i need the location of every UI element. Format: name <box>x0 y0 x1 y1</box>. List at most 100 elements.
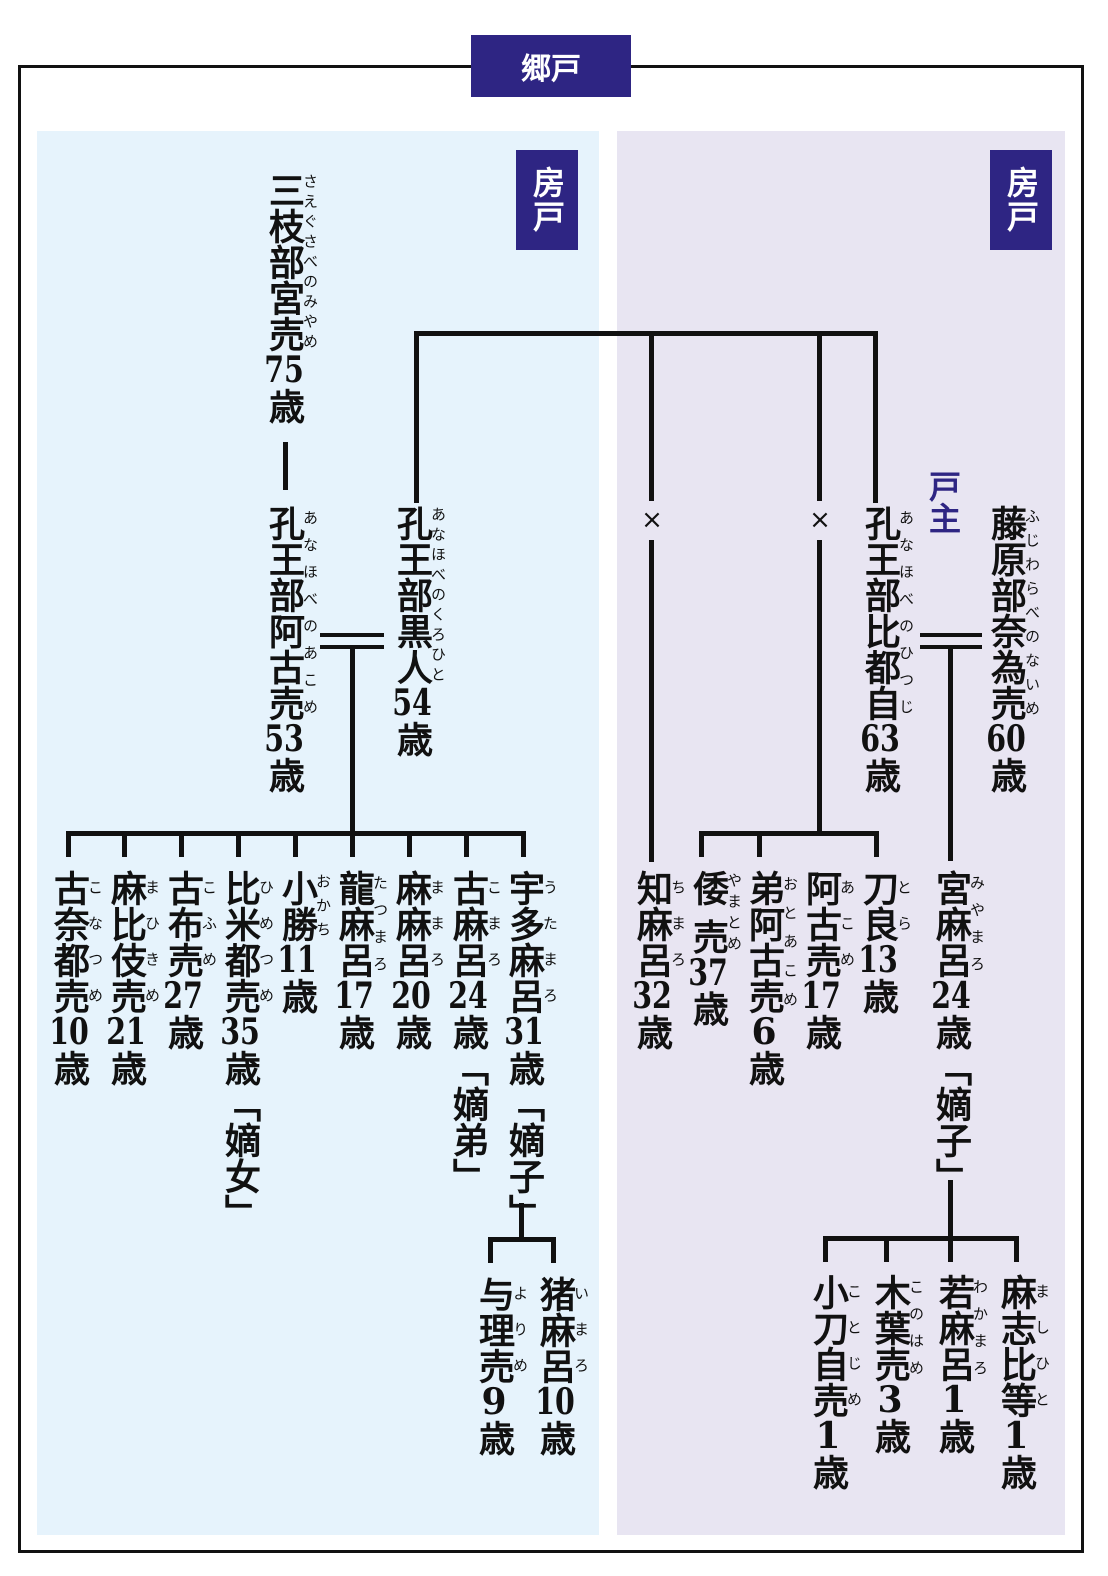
person-name: 比米都売 <box>219 870 261 1014</box>
person-reading: ままろ <box>428 870 446 978</box>
age-suffix: 歳 <box>391 721 433 757</box>
person-reading: まひきめ <box>143 870 161 1014</box>
left-bouko-label: 房戸 <box>516 150 578 250</box>
connector <box>873 331 878 503</box>
person-yamatome: 倭 売やまとめ37歳 <box>687 870 743 1027</box>
person-reading: あなほべのひつじ <box>897 505 915 721</box>
person-age: 11 <box>277 942 317 978</box>
person-name: 若麻呂 <box>933 1274 975 1382</box>
person-age: 60 <box>986 721 1026 757</box>
person-age: 31 <box>504 1014 544 1050</box>
person-reading: あなほべのあこめ <box>301 505 319 721</box>
person-age: 10 <box>49 1014 89 1050</box>
connector <box>350 649 355 835</box>
age-suffix: 歳 <box>933 1418 975 1454</box>
person-wakamaro: 若麻呂わかまろ1歳 <box>933 1274 989 1454</box>
person-note: 「嫡子」 <box>930 1050 972 1194</box>
connector <box>948 1236 953 1262</box>
age-suffix: 歳 <box>857 978 899 1014</box>
connector <box>66 831 71 857</box>
age-suffix: 歳 <box>631 1014 673 1050</box>
person-reading: こなつめ <box>86 870 104 1014</box>
person-reading: このはめ <box>907 1274 925 1382</box>
connector <box>414 331 419 503</box>
person-age: 17 <box>801 978 841 1014</box>
person-chimaro: 知麻呂ちまろ32歳 <box>631 870 687 1050</box>
person-name: 猪麻呂 <box>534 1276 576 1384</box>
age-suffix: 歳 <box>503 1050 545 1086</box>
household-head-label: 戸主 <box>924 470 962 534</box>
person-reading: おかち <box>314 870 332 942</box>
marriage-line <box>920 633 982 637</box>
person-name: 藤原部奈為売 <box>985 505 1027 721</box>
person-name: 知麻呂 <box>631 870 673 978</box>
person-reading: こふめ <box>200 870 218 978</box>
person-age: 32 <box>632 978 672 1014</box>
person-age: 13 <box>858 942 898 978</box>
person-mamaro: 麻麻呂ままろ20歳 <box>390 870 446 1050</box>
person-name: 木葉売 <box>869 1274 911 1382</box>
age-suffix: 歳 <box>162 1014 204 1050</box>
person-imaro: 猪麻呂いまろ10歳 <box>534 1276 590 1456</box>
person-age: 37 <box>688 954 728 991</box>
person-konatsume: 古奈都売こなつめ10歳 <box>48 870 104 1086</box>
person-yorime: 与理売よりめ9歳 <box>473 1276 529 1456</box>
person-age: 10 <box>535 1384 575 1420</box>
connector <box>874 831 879 857</box>
person-age: 53 <box>264 721 304 757</box>
connector <box>1014 1236 1019 1262</box>
person-reading: うたまろ <box>541 870 559 1014</box>
connector <box>464 831 469 857</box>
person-reading: ひめつめ <box>257 870 275 1014</box>
age-suffix: 歳 <box>105 1050 147 1086</box>
person-reading: たつまろ <box>371 870 389 978</box>
age-suffix: 歳 <box>447 1014 489 1050</box>
age-suffix: 歳 <box>219 1050 261 1086</box>
age-suffix: 歳 <box>859 757 901 793</box>
age-suffix: 歳 <box>390 1014 432 1050</box>
connector <box>649 331 654 501</box>
person-otoakome: 弟阿古売おとあこめ6歳 <box>743 870 799 1086</box>
person-reading: ましひと <box>1033 1274 1051 1418</box>
connector <box>699 831 879 836</box>
person-reading: ちまろ <box>669 870 687 978</box>
connector <box>817 540 822 836</box>
person-age: 1 <box>815 1418 841 1454</box>
connector <box>293 831 298 857</box>
age-suffix: 歳 <box>869 1418 911 1454</box>
connector <box>488 1237 556 1242</box>
person-tora: 刀良とら13歳 <box>857 870 913 1014</box>
person-okachi: 小勝おかち11歳 <box>276 870 332 1014</box>
person-name: 弟阿古売 <box>743 870 785 1014</box>
age-suffix: 歳 <box>263 388 305 424</box>
person-reading: いまろ <box>572 1276 590 1384</box>
person-miyamaro: 宮麻呂みやまろ24歳「嫡子」 <box>930 870 986 1194</box>
person-age: 21 <box>106 1014 146 1050</box>
connector <box>236 831 241 857</box>
connector <box>521 831 526 857</box>
person-age: 1 <box>1003 1418 1029 1454</box>
person-reading: ことじめ <box>845 1274 863 1418</box>
age-suffix: 歳 <box>333 1014 375 1050</box>
person-name: 麻麻呂 <box>390 870 432 978</box>
person-kofume: 古布売こふめ27歳 <box>162 870 218 1050</box>
person-reading: わかまろ <box>971 1274 989 1382</box>
person-age: 63 <box>860 721 900 757</box>
gouko-label: 郷戸 <box>471 35 631 97</box>
person-age: 24 <box>448 978 488 1014</box>
connector <box>407 831 412 857</box>
person-kurohito: 孔王部黒人あなほべのくろひと54歳 <box>391 505 447 757</box>
person-reading: やまとめ <box>725 870 743 955</box>
person-note: 「嫡女」 <box>219 1086 261 1230</box>
person-utamaro: 宇多麻呂うたまろ31歳「嫡子」 <box>503 870 559 1230</box>
person-reading: ふじわらべのないめ <box>1023 505 1041 721</box>
person-tatsumaro: 龍麻呂たつまろ17歳 <box>333 870 389 1050</box>
person-name: 宮麻呂 <box>930 870 972 978</box>
connector <box>823 1236 1019 1241</box>
connector <box>823 1236 828 1262</box>
person-name: 阿古売 <box>800 870 842 978</box>
person-akome2: 阿古売あこめ17歳 <box>800 870 856 1050</box>
connector <box>757 831 762 857</box>
person-reading: あなほべのくろひと <box>429 505 447 685</box>
person-reading: おとあこめ <box>781 870 799 1014</box>
